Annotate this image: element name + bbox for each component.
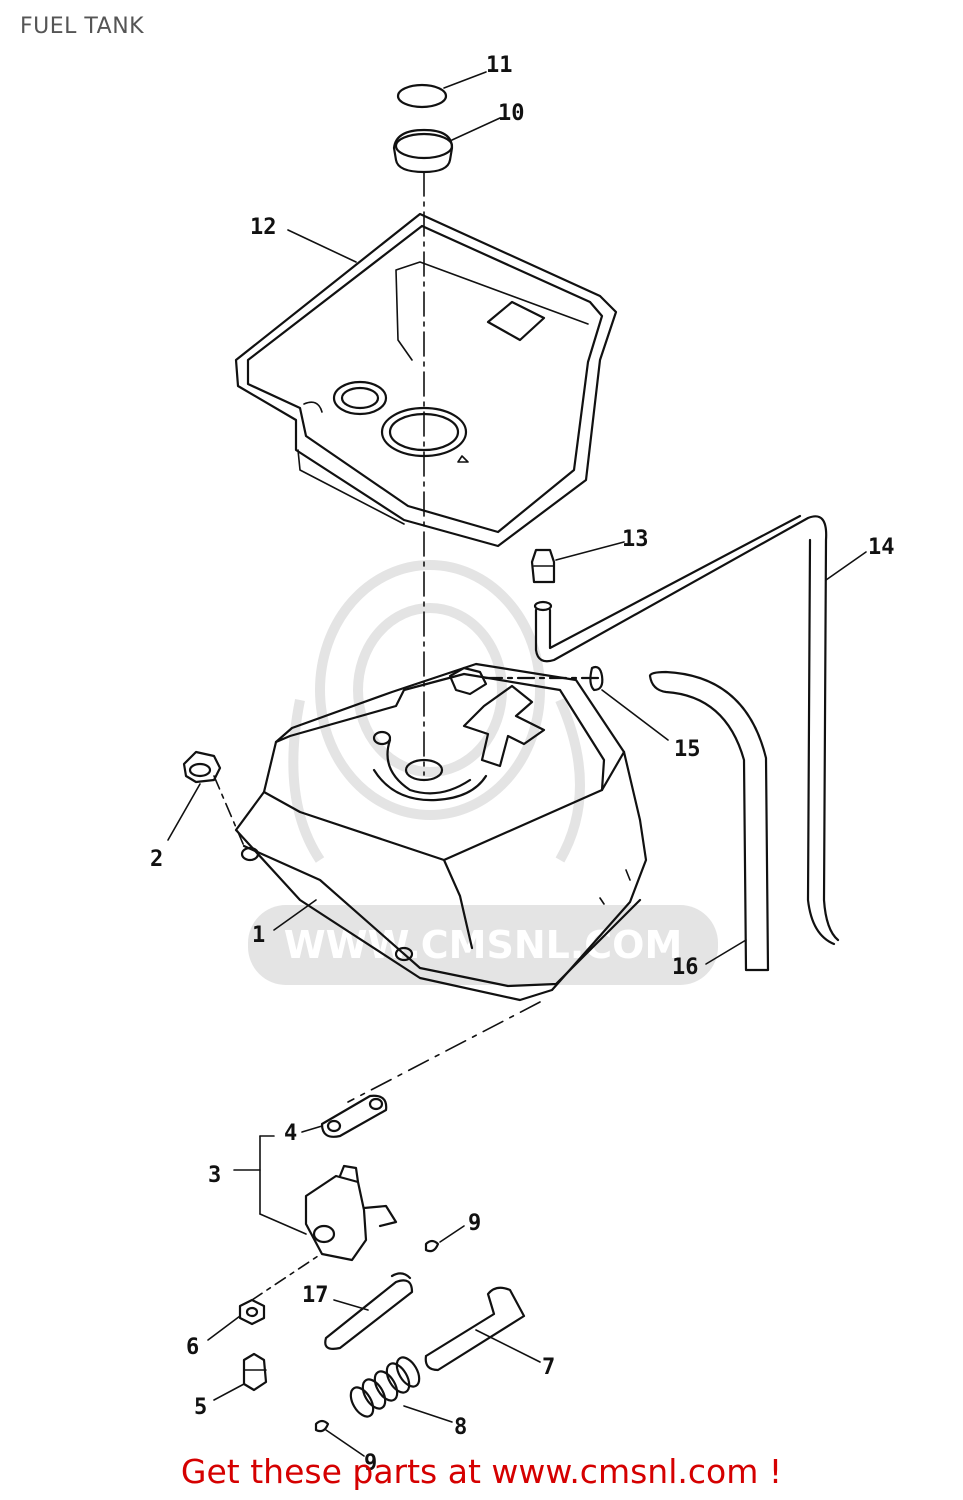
callout-9-lower: 9 (364, 1451, 377, 1476)
callout-12: 12 (250, 215, 277, 240)
callout-9-upper: 9 (468, 1211, 481, 1236)
callout-3: 3 (208, 1163, 221, 1188)
callout-7: 7 (542, 1355, 555, 1380)
page-title: FUEL TANK (20, 14, 145, 39)
part-4-gasket (320, 1094, 388, 1138)
part-7-hose (424, 1286, 526, 1372)
part-11-oring (396, 83, 448, 109)
callout-8: 8 (454, 1415, 467, 1440)
callout-2: 2 (150, 847, 163, 872)
watermark-text: WWW.CMSNL.COM (284, 923, 683, 967)
part-10-cap (392, 128, 454, 174)
part-15-clip (589, 665, 604, 692)
callout-10: 10 (498, 101, 525, 126)
callout-1: 1 (252, 923, 265, 948)
callout-14: 14 (868, 535, 895, 560)
leader-lines (167, 71, 867, 1457)
callout-16: 16 (672, 955, 699, 980)
callout-4: 4 (284, 1121, 297, 1146)
part-5-bolt (242, 1352, 268, 1392)
part-8-spring (349, 1356, 421, 1418)
part-12-tray (234, 212, 618, 548)
part-17-hose (324, 1272, 414, 1350)
get-parts-link[interactable]: Get these parts at www.cmsnl.com ! (180, 1452, 783, 1491)
part-3-fuel-cock (259, 1135, 398, 1262)
watermark-logo: WWW.CMSNL.COM (248, 560, 718, 985)
callout-6: 6 (186, 1335, 199, 1360)
part-16-hose (648, 670, 770, 972)
callout-5: 5 (194, 1395, 207, 1420)
callout-13: 13 (622, 527, 649, 552)
callout-15: 15 (674, 737, 701, 762)
part-9-clip-upper (424, 1239, 440, 1253)
callout-11: 11 (486, 53, 513, 78)
part-1-tank (234, 662, 648, 1002)
part-14-hose (533, 514, 840, 946)
part-2-bolt (182, 750, 245, 847)
callout-17: 17 (302, 1283, 329, 1308)
part-6-nut (238, 1255, 319, 1326)
part-9-clip-lower (314, 1419, 330, 1433)
part-13-fitting (530, 548, 556, 584)
